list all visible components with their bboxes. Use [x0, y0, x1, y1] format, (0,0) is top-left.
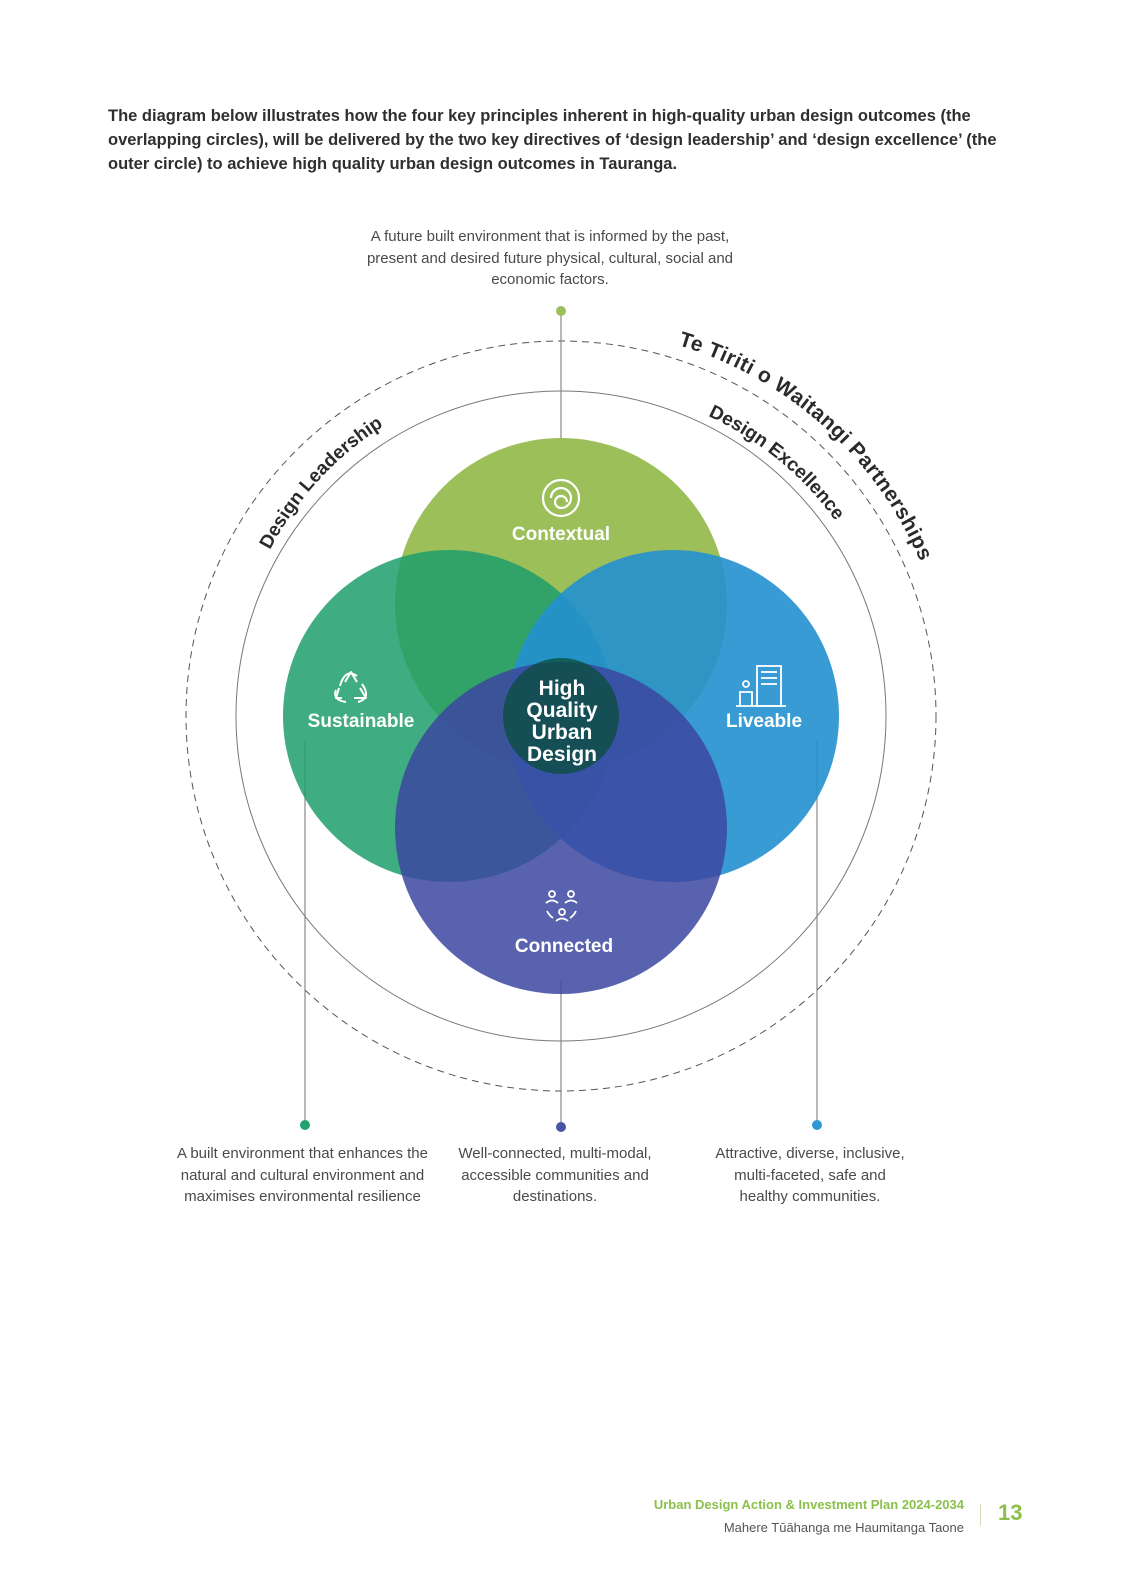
te-tiriti-label: Te Tiriti o Waitangi Partnerships	[676, 328, 936, 564]
contextual-label: Contextual	[512, 524, 610, 545]
intro-paragraph: The diagram below illustrates how the fo…	[108, 107, 997, 173]
connected-callout-dot	[556, 1122, 566, 1132]
center-label-line-2: Quality	[526, 699, 598, 722]
contextual-caption: A future built environment that is infor…	[366, 228, 734, 288]
center-label-line-3: Urban	[532, 721, 593, 744]
footer-subtitle: Mahere Tūāhanga me Haumitanga Taone	[723, 1520, 964, 1535]
liveable-callout-dot	[812, 1120, 822, 1130]
connected-circle	[395, 662, 727, 994]
sustainable-caption: A built environment that enhances the na…	[176, 1145, 428, 1205]
sustainable-label: Sustainable	[308, 711, 415, 732]
spiral-icon	[541, 478, 581, 518]
footer-title: Urban Design Action & Investment Plan 20…	[653, 1497, 964, 1512]
city-people-icon	[736, 665, 786, 707]
contextual-callout-dot	[556, 306, 566, 316]
recycle-icon	[334, 671, 368, 703]
sustainable-callout-dot	[300, 1120, 310, 1130]
network-people-icon	[545, 890, 578, 922]
liveable-caption: Attractive, diverse, inclusive, multi-fa…	[715, 1145, 905, 1205]
page-number: 13	[998, 1500, 1023, 1525]
connected-caption: Well-connected, multi-modal, accessible …	[458, 1145, 652, 1205]
footer-divider	[980, 1504, 981, 1526]
connected-label: Connected	[515, 936, 613, 957]
center-label-line-1: High	[539, 677, 586, 700]
center-core	[503, 658, 619, 774]
design-leadership-label: Design Leadership	[256, 413, 386, 553]
liveable-label: Liveable	[726, 711, 802, 732]
venn-circles	[283, 438, 839, 994]
center-label-line-4: Design	[527, 743, 597, 766]
